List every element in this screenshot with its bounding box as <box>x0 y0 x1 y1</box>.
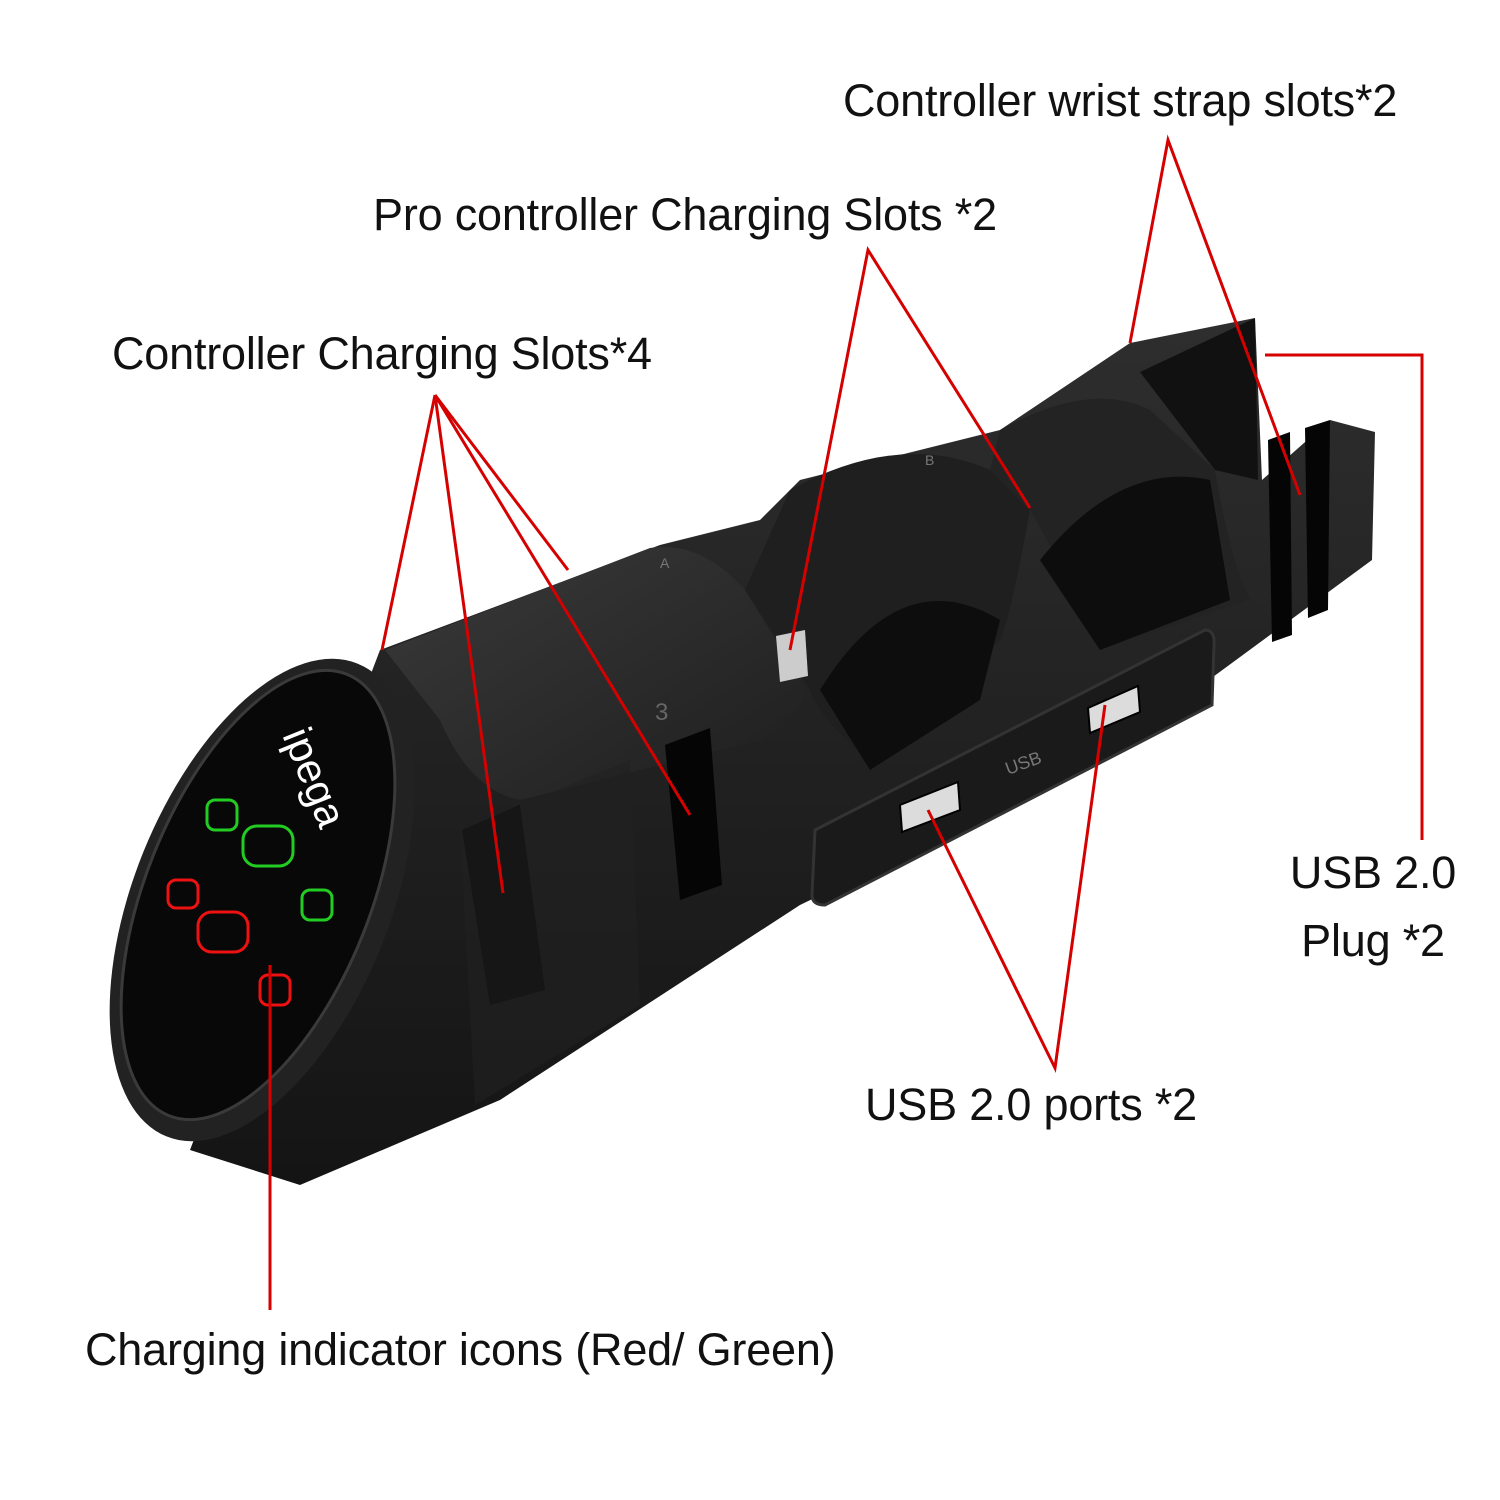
wrist-strap-callout: Controller wrist strap slots*2 <box>843 75 1398 126</box>
pro-slots-line <box>788 245 1032 651</box>
indicator-face <box>119 668 397 1122</box>
usb-port[interactable] <box>1086 684 1142 735</box>
slot-3-label: 3 <box>655 699 668 726</box>
joycon-slot <box>665 728 722 900</box>
joycon-line <box>433 394 692 816</box>
usb-plug-callout-line2: Plug *2 <box>1301 915 1445 966</box>
joycon-2-red-icon <box>166 878 200 910</box>
joycon-slots-callout: Controller Charging Slots*4 <box>112 328 652 379</box>
usb-port[interactable] <box>898 780 962 834</box>
pro-slots-callout: Pro controller Charging Slots *2 <box>373 189 997 240</box>
indicator-icons <box>166 798 334 1007</box>
wrist-strap-line <box>1128 134 1302 496</box>
indicator-callout: Charging indicator icons (Red/ Green) <box>85 1324 836 1375</box>
usb-plug-line <box>1265 353 1424 840</box>
usb-plug <box>776 630 808 682</box>
joycon-line <box>433 394 505 894</box>
slot-b-label: B <box>925 452 934 468</box>
callout-lines <box>268 134 1424 1310</box>
strap-slot <box>1305 420 1330 618</box>
usb-ports-line <box>926 704 1107 1074</box>
joycon-line <box>433 394 570 571</box>
joycon-4-green-icon <box>205 798 239 832</box>
strap-slot <box>1268 432 1292 642</box>
joycon-line <box>380 394 437 651</box>
pro-b-green-icon <box>241 824 295 868</box>
usb-ports-callout: USB 2.0 ports *2 <box>865 1079 1197 1130</box>
slot-a-label: A <box>660 555 670 571</box>
pro-a-red-icon <box>196 910 250 954</box>
joycon-3-green-icon <box>300 888 334 922</box>
joycon-1-red-icon <box>258 973 292 1007</box>
pro-cradle-a <box>745 454 1030 760</box>
wrist-strap-wall <box>1140 318 1258 480</box>
usb-plug-callout-line1: USB 2.0 <box>1289 847 1457 898</box>
